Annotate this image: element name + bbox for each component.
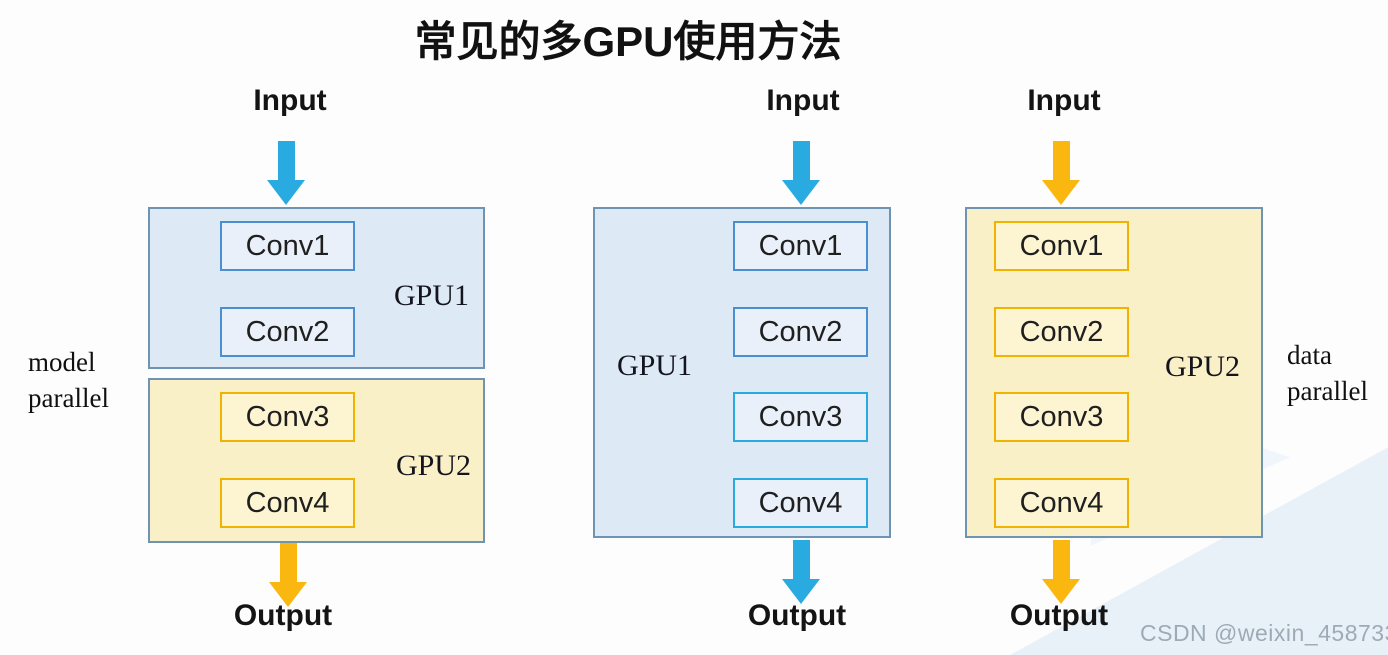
single-gpu-gpu1-label: GPU1 (617, 349, 693, 382)
arrow-stem (1052, 141, 1070, 180)
side-label-line: parallel (1287, 376, 1368, 406)
arrow-stem (279, 543, 297, 582)
data-parallel-conv2-box: Conv2 (994, 307, 1129, 357)
arrow-stem (792, 540, 810, 579)
arrow-stem (277, 141, 295, 180)
arrow-head (782, 180, 820, 205)
single-gpu-conv3-box: Conv3 (733, 392, 868, 442)
arrow-head (782, 579, 820, 604)
data-parallel-output-arrow-down-icon (1042, 540, 1080, 604)
arrow-stem (792, 141, 810, 180)
side-label-line: model (28, 347, 96, 377)
model-parallel-conv2-box: Conv2 (220, 307, 355, 357)
single-gpu-output-label: Output (747, 599, 847, 632)
arrow-head (1042, 180, 1080, 205)
single-gpu-conv2-box: Conv2 (733, 307, 868, 357)
arrow-head (267, 180, 305, 205)
side-label-line: data (1287, 340, 1332, 370)
arrow-head (1042, 579, 1080, 604)
model-parallel-output-arrow-down-icon (269, 543, 307, 607)
data-parallel-gpu2-label: GPU2 (1165, 350, 1241, 383)
data-parallel-input-arrow-down-icon (1042, 141, 1080, 205)
model-parallel-side-label: model parallel (28, 344, 109, 416)
data-parallel-side-label: data parallel (1287, 337, 1368, 409)
model-parallel-conv1-box: Conv1 (220, 221, 355, 271)
model-parallel-gpu1-label: GPU1 (394, 279, 470, 312)
side-label-line: parallel (28, 383, 109, 413)
single-gpu-input-arrow-down-icon (782, 141, 820, 205)
single-gpu-conv4-box: Conv4 (733, 478, 868, 528)
model-parallel-conv4-box: Conv4 (220, 478, 355, 528)
data-parallel-conv3-box: Conv3 (994, 392, 1129, 442)
model-parallel-input-arrow-down-icon (267, 141, 305, 205)
diagram-title: 常见的多GPU使用方法 (414, 18, 842, 65)
arrow-stem (1052, 540, 1070, 579)
csdn-watermark: CSDN @weixin_45873353 (1140, 620, 1388, 646)
single-gpu-conv1-box: Conv1 (733, 221, 868, 271)
model-parallel-output-label: Output (233, 599, 333, 632)
arrow-head (269, 582, 307, 607)
model-parallel-input-label: Input (253, 84, 327, 117)
model-parallel-gpu2-label: GPU2 (396, 449, 472, 482)
model-parallel-conv3-box: Conv3 (220, 392, 355, 442)
data-parallel-conv4-box: Conv4 (994, 478, 1129, 528)
data-parallel-conv1-box: Conv1 (994, 221, 1129, 271)
single-gpu-input-label: Input (766, 84, 840, 117)
data-parallel-input-label: Input (1027, 84, 1101, 117)
data-parallel-output-label: Output (1009, 599, 1109, 632)
single-gpu-output-arrow-down-icon (782, 540, 820, 604)
